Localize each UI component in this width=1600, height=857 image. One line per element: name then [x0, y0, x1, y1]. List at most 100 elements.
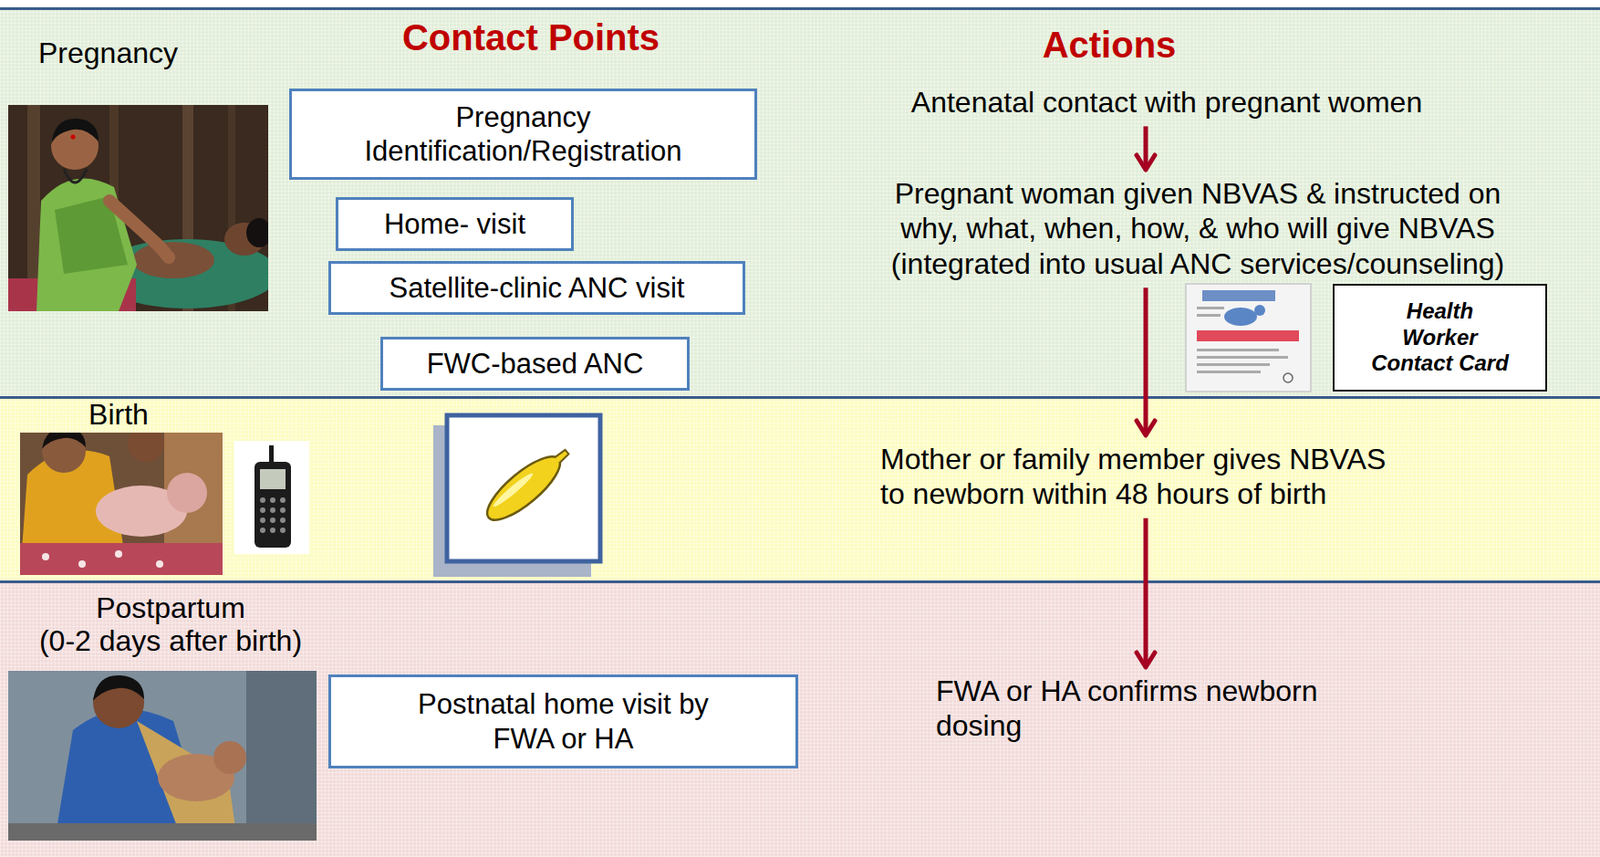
flow-arrow: [1143, 518, 1149, 667]
band-heading: Pregnancy: [38, 37, 239, 71]
box-text: Satellite-clinic ANC visit: [389, 270, 686, 305]
phone-icon-part: [259, 527, 266, 533]
postnatal-photo-part: [136, 720, 238, 841]
antenatal-photo-part: [63, 168, 87, 183]
phone-icon-part: [280, 527, 286, 533]
antenatal-photo-part: [71, 135, 76, 140]
birth-photo-part: [20, 542, 223, 575]
action-step: Antenatal contact with pregnant women: [829, 81, 1505, 124]
antenatal-photo-part: [8, 278, 136, 312]
postnatal-photo-part: [157, 753, 235, 801]
column-header-block: Contact Points: [348, 16, 714, 59]
contact-point-box: FWC-based ANC: [380, 336, 690, 391]
band-heading: Birth: [54, 398, 183, 432]
stage-band: BirthMother or family member gives NBVAS…: [0, 395, 1600, 581]
supplement-packet-part: [1196, 355, 1289, 359]
capsule-icon-part: [446, 415, 601, 562]
capsule-icon: [433, 415, 601, 577]
phone-icon-part: [269, 445, 274, 466]
supplement-packet-part: [1196, 330, 1299, 342]
band-heading-block: Pregnancy: [38, 37, 239, 71]
action-text: Antenatal contact with pregnant women: [829, 84, 1505, 120]
supplement-packet-part: [1202, 290, 1276, 302]
postnatal-photo: [8, 670, 317, 841]
capsule-icon-part-part: [554, 448, 570, 463]
antenatal-photo: [8, 104, 269, 312]
postnatal-photo-part: [8, 822, 317, 841]
action-step: Mother or family member gives NBVAS to n…: [880, 437, 1405, 516]
phone-icon-part: [270, 517, 276, 523]
phone-icon-part: [259, 517, 266, 523]
phone-icon-part: [270, 527, 276, 533]
antenatal-photo-part: [51, 122, 99, 170]
phone-icon-part: [270, 497, 276, 503]
supplement-packet-part: [1254, 304, 1266, 316]
box-text: FWC-based ANC: [426, 346, 645, 381]
phone-icon-part: [280, 507, 286, 513]
birth-photo-part: [78, 560, 86, 568]
birth-photo-part: [41, 432, 86, 449]
band-heading-block: Birth: [54, 398, 183, 432]
antenatal-photo-part: [95, 238, 269, 309]
supplement-packet-part: [1196, 306, 1225, 310]
supplement-packet-part: [1196, 313, 1221, 317]
phone-icon-part: [280, 497, 286, 503]
postnatal-photo-part: [246, 670, 317, 841]
flow-arrow: [1143, 125, 1149, 170]
antenatal-photo-part: [36, 177, 137, 312]
column-header: Contact Points: [348, 16, 714, 59]
phone-icon-part: [259, 507, 266, 513]
antenatal-photo-part: [224, 222, 265, 256]
column-header: Actions: [926, 23, 1292, 66]
phone-icon-part: [254, 461, 291, 548]
birth-photo-part: [166, 472, 208, 513]
contact-point-box: Postnatal home visit by FWA or HA: [328, 674, 799, 769]
action-text: Pregnant woman given NBVAS & instructed …: [873, 176, 1522, 281]
antenatal-photo-part: [182, 104, 194, 312]
contact-point-box: Pregnancy Identification/Registration: [289, 88, 758, 180]
phone-icon-part: [270, 507, 276, 513]
postnatal-photo-part: [8, 670, 317, 841]
phone-icon-part: [259, 468, 286, 489]
birth-photo-part: [41, 432, 86, 473]
contact-point-box: Satellite-clinic ANC visit: [328, 260, 746, 315]
action-step: FWA or HA confirms newborn dosing: [935, 669, 1365, 748]
phone-icon-part: [280, 517, 286, 523]
column-header-block: Actions: [926, 23, 1292, 66]
supplement-packet-part: [1196, 370, 1261, 374]
action-text: Mother or family member gives NBVAS to n…: [880, 441, 1405, 512]
contact-point-box: Home- visit: [335, 197, 574, 251]
box-text: Postnatal home visit by FWA or HA: [390, 686, 738, 755]
supplement-packet: [1185, 283, 1311, 392]
band-heading: Postpartum: [0, 592, 342, 625]
phone-icon-part: [234, 440, 310, 554]
birth-photo-part: [114, 550, 123, 558]
postnatal-photo-part: [93, 675, 145, 701]
postnatal-photo-part: [213, 740, 247, 774]
birth-photo: [20, 432, 223, 575]
birth-photo-part: [155, 560, 164, 568]
postnatal-photo-part: [54, 708, 210, 841]
antenatal-photo-part: [109, 104, 119, 312]
antenatal-photo-part: [8, 104, 269, 312]
box-text: Home- visit: [384, 207, 526, 241]
birth-photo-part: [164, 432, 223, 575]
postnatal-photo-part: [93, 676, 145, 728]
antenatal-photo-part: [51, 118, 99, 145]
stage-band: Postpartum(0-2 days after birth) Postnata…: [0, 580, 1600, 857]
birth-photo-part: [20, 449, 128, 575]
birth-photo-part: [41, 552, 50, 561]
flow-arrow: [1143, 287, 1149, 436]
birth-photo-part: [20, 432, 223, 575]
action-text: FWA or HA confirms newborn dosing: [935, 673, 1365, 744]
band-heading: (0-2 days after birth): [0, 624, 342, 658]
antenatal-photo-part: [27, 104, 41, 312]
antenatal-photo-part: [246, 218, 269, 248]
stage-band: PregnancyPregnancy Identification/Regist…: [0, 7, 1600, 396]
supplement-packet-part: [1283, 373, 1293, 383]
capsule-icon-part: [433, 425, 592, 577]
supplement-packet-part: [1185, 283, 1311, 392]
band-heading-block: Postpartum(0-2 days after birth): [0, 592, 342, 658]
